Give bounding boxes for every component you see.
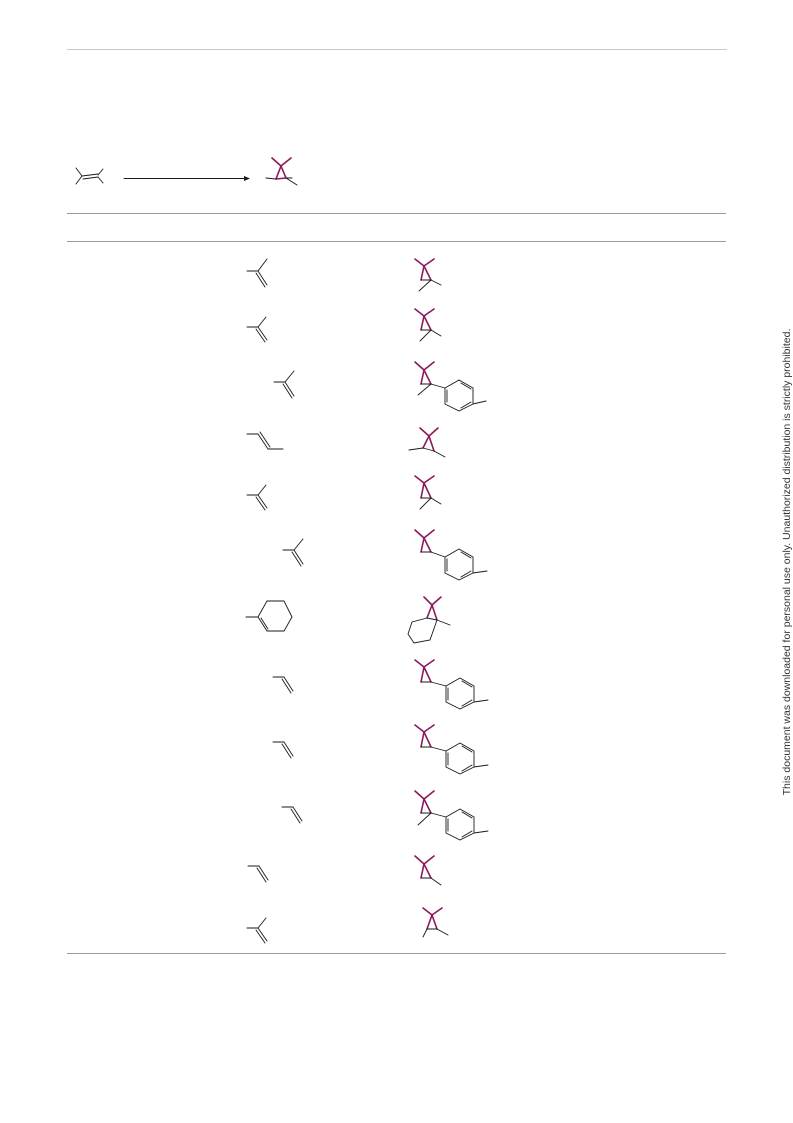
table-row — [246, 258, 442, 292]
table-row — [272, 724, 489, 775]
table-row — [246, 475, 442, 511]
substrate-structure — [246, 484, 268, 511]
substrate-structure — [246, 917, 268, 944]
table-row — [272, 659, 489, 710]
substrate-structure — [245, 600, 293, 632]
reaction-arrow — [123, 176, 250, 181]
reaction-scheme — [75, 157, 298, 186]
substrate-structure — [246, 431, 284, 450]
table-header-bottom-rule — [67, 241, 726, 242]
table-row — [282, 529, 488, 581]
product-structure — [422, 907, 449, 938]
substrate-structure — [247, 865, 269, 883]
table-row — [246, 308, 442, 343]
substrate-structure — [75, 167, 104, 185]
substrate-structure — [273, 370, 295, 399]
table-row — [247, 855, 442, 886]
product-structure — [414, 659, 489, 710]
substrate-structure — [282, 538, 304, 567]
table-row — [246, 907, 449, 944]
product-structure — [414, 529, 488, 581]
substrate-structure — [272, 676, 294, 694]
product-structure — [414, 855, 442, 886]
table-row — [246, 427, 446, 458]
product-structure — [414, 790, 489, 841]
table-row — [281, 790, 489, 841]
product-structure — [414, 724, 489, 775]
substrate-structure — [272, 741, 294, 759]
product-structure — [414, 361, 487, 412]
table-bottom-rule — [67, 953, 726, 954]
product-structure — [414, 308, 442, 342]
substrate-scope-table — [245, 258, 489, 944]
table-row — [245, 596, 451, 644]
product-structure — [408, 427, 446, 458]
substrate-structure — [246, 258, 268, 288]
product-structure — [407, 596, 451, 644]
substrate-structure — [281, 806, 303, 824]
product-structure — [414, 258, 442, 292]
product-structure — [414, 475, 442, 510]
product-structure — [265, 157, 298, 186]
table-header-top-rule — [67, 213, 726, 214]
top-rule — [67, 49, 727, 50]
substrate-structure — [246, 316, 268, 343]
table-row — [273, 361, 487, 412]
watermark-text: This document was downloaded for persona… — [781, 328, 793, 796]
